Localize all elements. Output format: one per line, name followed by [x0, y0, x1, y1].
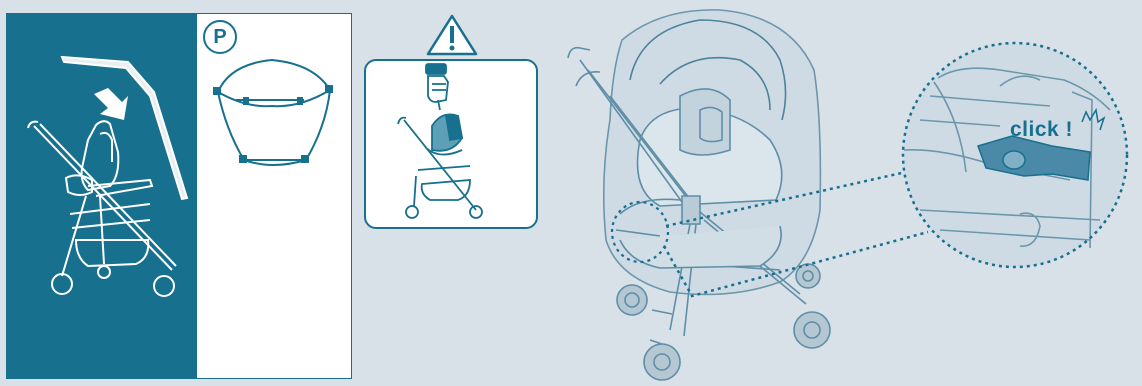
canopy-illustration: [62, 57, 187, 199]
click-label: click !: [1010, 118, 1073, 142]
warning-icon: [428, 16, 476, 54]
zoom-detail: [903, 43, 1127, 267]
rain-cover-drawing: [214, 60, 332, 165]
wheel-front-left: [617, 285, 647, 315]
wheel-rear-right: [794, 312, 830, 348]
stroller-with-car-seat-small: [398, 114, 482, 218]
pointing-hand-icon: [426, 64, 448, 110]
main-stroller-drawing: [568, 10, 830, 380]
wheel-front-right: [644, 344, 680, 380]
stroller-line-drawing-left: [28, 121, 176, 296]
arrow-down-icon: [94, 88, 128, 120]
